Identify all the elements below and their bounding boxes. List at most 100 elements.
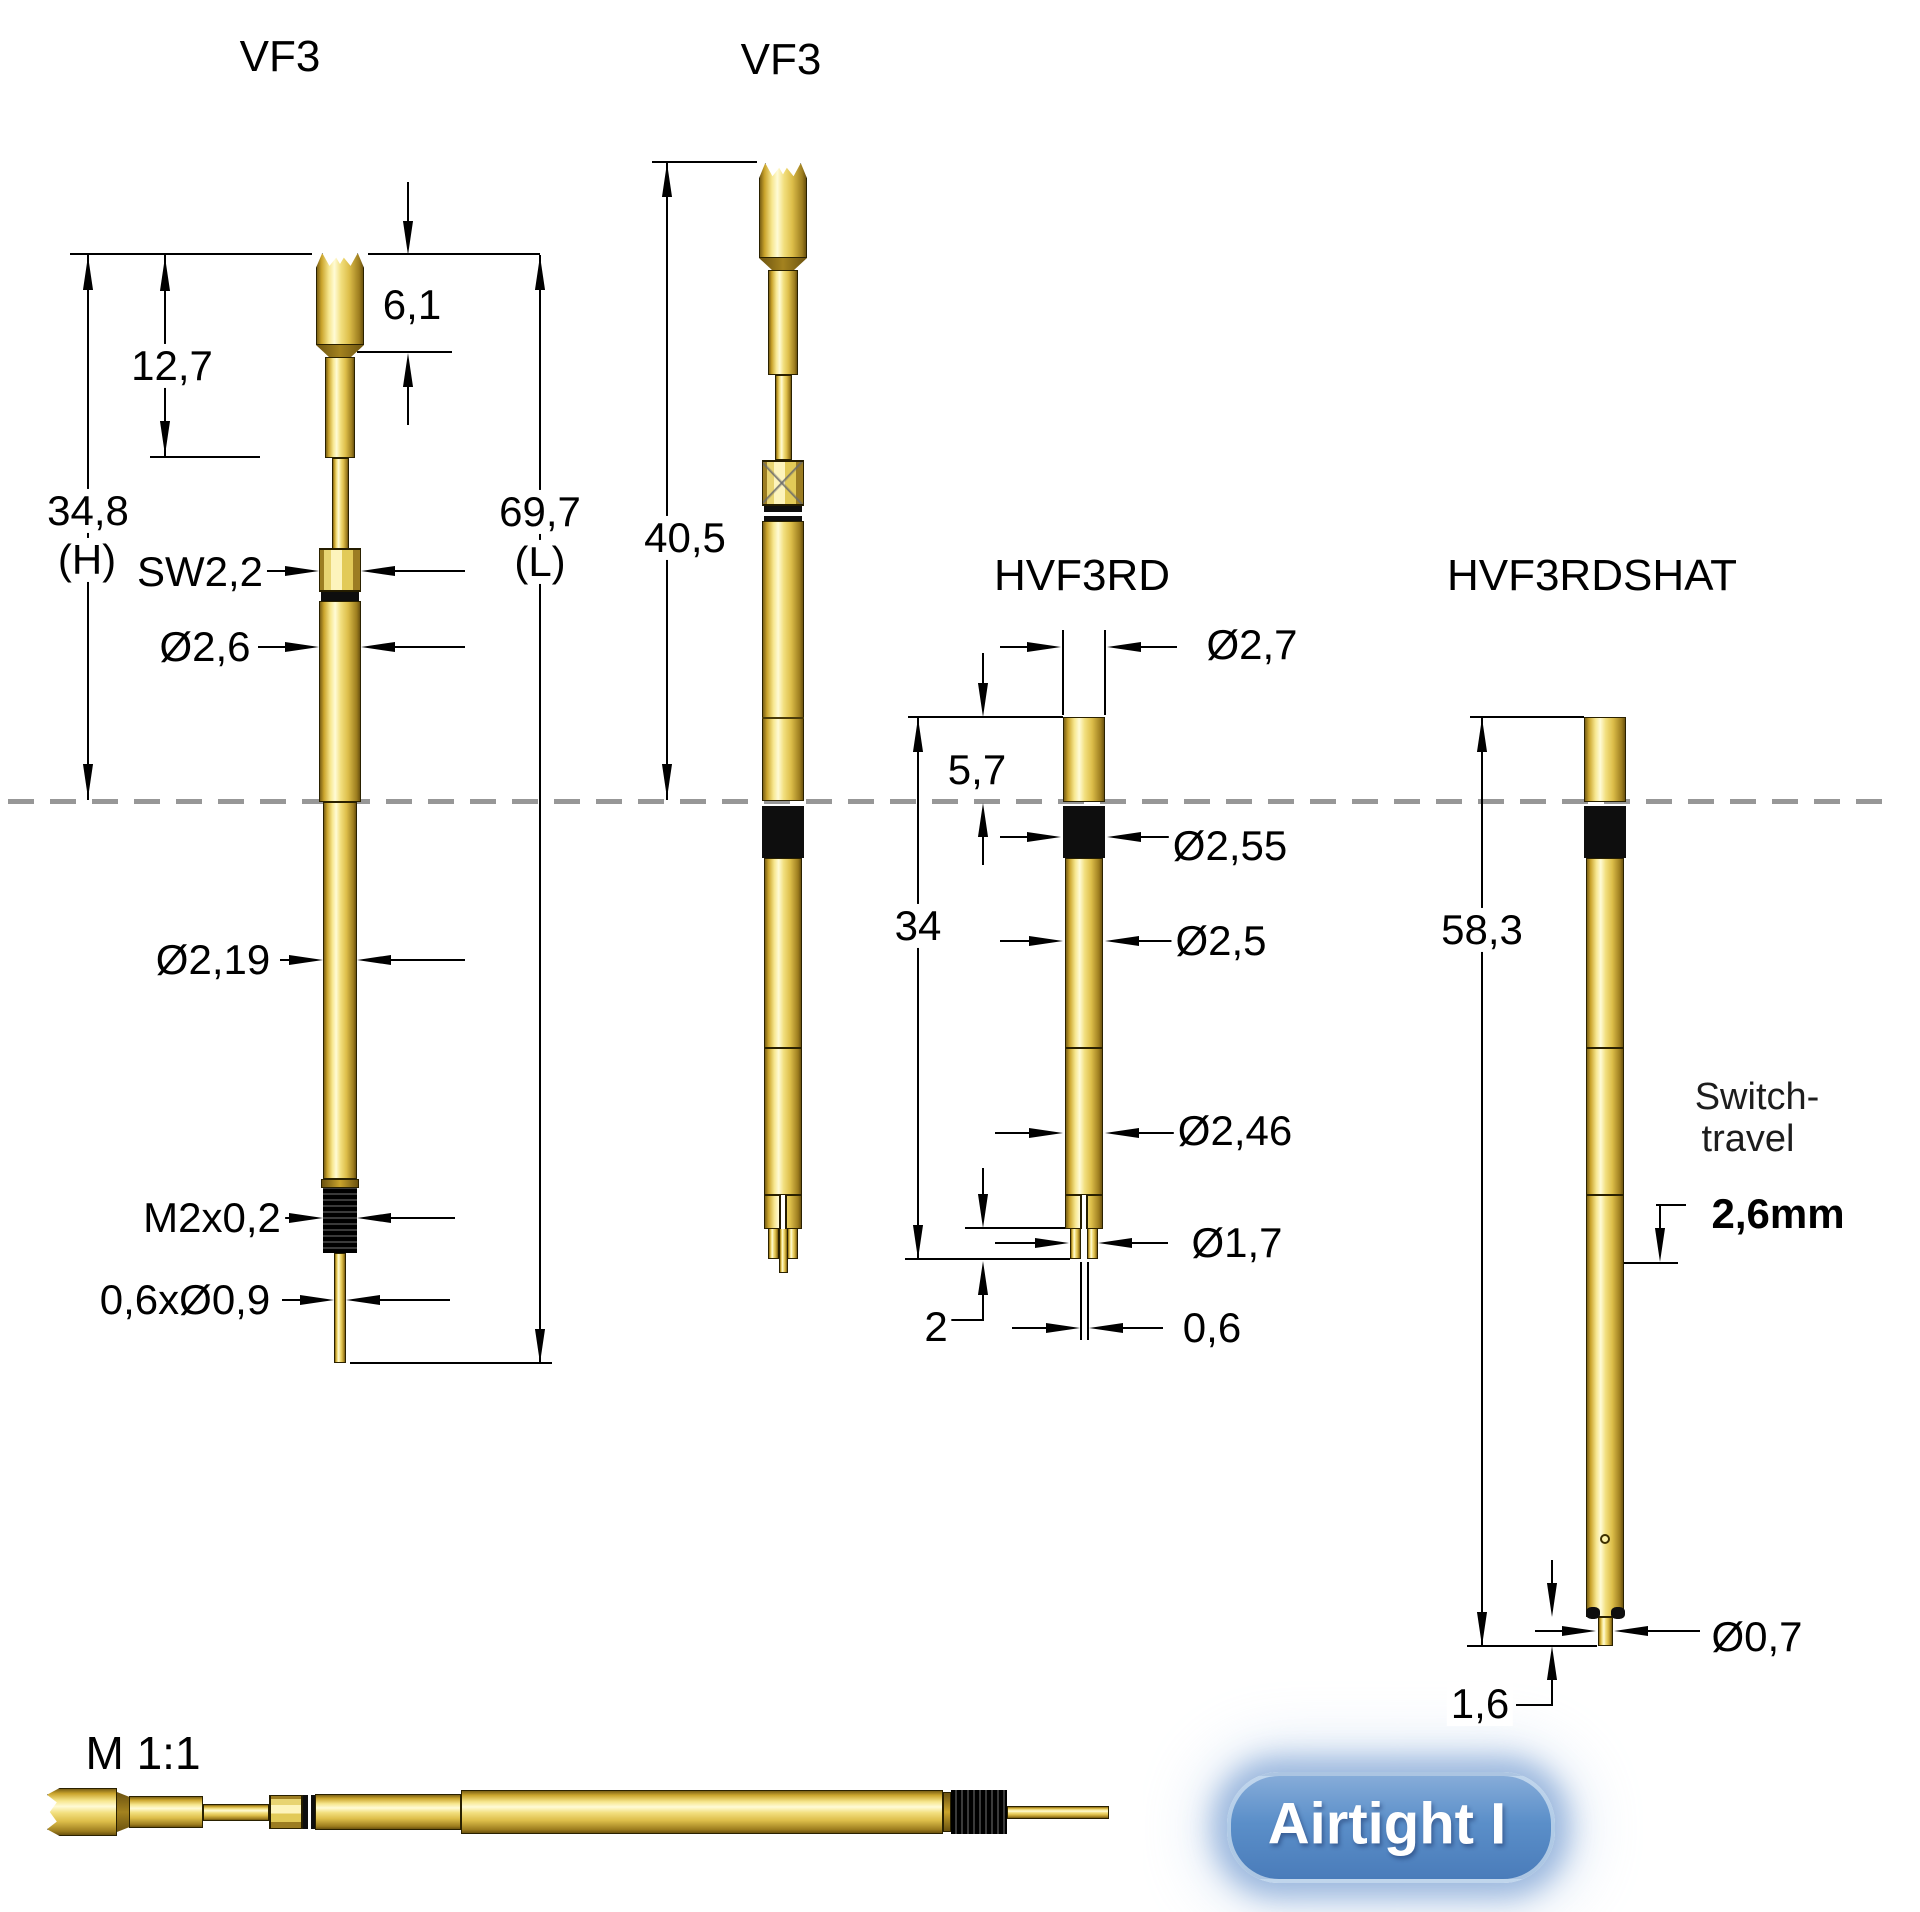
dim-length-suffix: (L) [510, 539, 570, 585]
dim-arrow [402, 353, 414, 387]
probe2-segment-line [762, 717, 804, 719]
dim-line [995, 1242, 1035, 1244]
dim-arrow [1098, 1237, 1132, 1249]
probe4-vent-hole [1600, 1534, 1610, 1544]
dim-line [282, 1299, 300, 1301]
dim-arrow [1107, 831, 1141, 843]
probe4-title: HVF3RDSHAT [1446, 551, 1738, 600]
probe1-thread-m2 [323, 1188, 357, 1253]
dim-height-total: 34,8 [43, 488, 133, 534]
ref-line-top [368, 253, 540, 255]
dim-arrow [977, 1194, 989, 1228]
dim-arrow [1476, 1612, 1488, 1646]
ref-line [150, 456, 260, 458]
dim-arrow [1029, 935, 1063, 947]
dim-line-6-1 [407, 182, 409, 222]
dim-arrow [1035, 1237, 1069, 1249]
dim-above-plate: 5,7 [943, 747, 1011, 793]
ext-line [1104, 630, 1106, 715]
dim-arrow [1105, 935, 1139, 947]
dim-arrow [977, 803, 989, 837]
dim-arrow [357, 954, 391, 966]
dim-line [1648, 1630, 1700, 1632]
probe2-crown-head [759, 163, 807, 258]
hprobe-tail-pin [1007, 1806, 1109, 1819]
dim-line [982, 837, 984, 865]
dim-arrow [661, 163, 673, 197]
probe4-tube-bottom [1586, 1195, 1624, 1617]
dim-arrow [82, 764, 94, 798]
probe4-tube-top [1584, 717, 1626, 802]
dim-line [1123, 1327, 1163, 1329]
dim-arrow [289, 1212, 323, 1224]
dim-arrow [1107, 641, 1141, 653]
leader-line [950, 1319, 984, 1321]
ref-line-bottom [350, 1362, 552, 1364]
dim-arrow [1029, 1127, 1063, 1139]
probe1-crown-head [316, 253, 364, 345]
dim-length-total: 69,7 [495, 489, 585, 535]
ref-line [357, 351, 452, 353]
dim-line [391, 1217, 455, 1219]
dim-wrench: SW2,2 [132, 549, 268, 595]
dim-line [391, 959, 465, 961]
probe1-thin-shaft [332, 458, 349, 550]
probe4-seal-band [1584, 806, 1626, 858]
ref-line [1604, 1262, 1678, 1264]
probe3-title: HVF3RD [993, 551, 1171, 600]
hprobe-thin-shaft [203, 1804, 269, 1821]
dim-line [1139, 940, 1177, 942]
probe3-tube-mid [1065, 858, 1103, 1048]
dim-height-suffix: (H) [53, 537, 121, 583]
hprobe-barrel-upper [315, 1794, 461, 1830]
dim-arrow [977, 1261, 989, 1295]
probe2-head-taper [759, 258, 807, 270]
dim-line [280, 959, 290, 961]
dim-line [1659, 1205, 1661, 1229]
ext-line [1087, 1262, 1089, 1340]
dim-line [982, 1295, 984, 1321]
probe4-end-seal [1611, 1607, 1625, 1619]
probe2-center-pin [779, 1228, 788, 1273]
dim-line-58-3 [1481, 717, 1483, 1646]
dim-slot-width: 0,6 [1178, 1305, 1246, 1351]
ext-line [1062, 630, 1064, 715]
probe2-title: VF3 [740, 35, 822, 84]
dim-travel: 2,6mm [1707, 1191, 1849, 1237]
probe2-barrel-lower [764, 1048, 802, 1195]
probe1-oring [321, 592, 359, 601]
dim-thread: M2x0,2 [139, 1195, 285, 1241]
probe1-barrel-upper [319, 601, 361, 802]
dim-free-len: 40,5 [640, 515, 730, 561]
probe2-seal-band [762, 806, 804, 858]
dim-arrow [1046, 1322, 1080, 1334]
dim-plunger-len: 12,7 [127, 343, 217, 389]
dim-line [1000, 836, 1028, 838]
hprobe-oring [311, 1795, 315, 1829]
dim-line [1535, 1630, 1563, 1632]
dim-tip-len: 1,6 [1446, 1681, 1514, 1727]
dim-arrow [82, 256, 94, 290]
dim-seal-dia: Ø2,55 [1168, 823, 1292, 869]
probe3-seal-band [1063, 806, 1105, 858]
probe1-barrel-lower [323, 802, 357, 1179]
dim-line-34 [917, 717, 919, 1259]
dim-line [380, 1299, 450, 1301]
probe2-oring [764, 516, 802, 521]
probe2-barrel-upper [762, 521, 804, 801]
probe1-collar [321, 1179, 359, 1188]
dim-top-dia: Ø2,7 [1202, 622, 1302, 668]
dim-below-len: 34 [890, 903, 946, 949]
dim-arrow [159, 257, 171, 291]
dim-arrow [534, 1329, 546, 1363]
dim-line [285, 1217, 291, 1219]
probe4-tip-pin [1598, 1617, 1613, 1646]
ref-line [905, 1258, 1070, 1260]
dim-arrow [1654, 1228, 1666, 1262]
airtight-badge [1227, 1772, 1555, 1883]
probe4-end-seal [1586, 1607, 1600, 1619]
dim-arrow [289, 954, 323, 966]
dim-arrow [1614, 1625, 1648, 1637]
dim-line [995, 1132, 1029, 1134]
dim-arrow [977, 683, 989, 717]
